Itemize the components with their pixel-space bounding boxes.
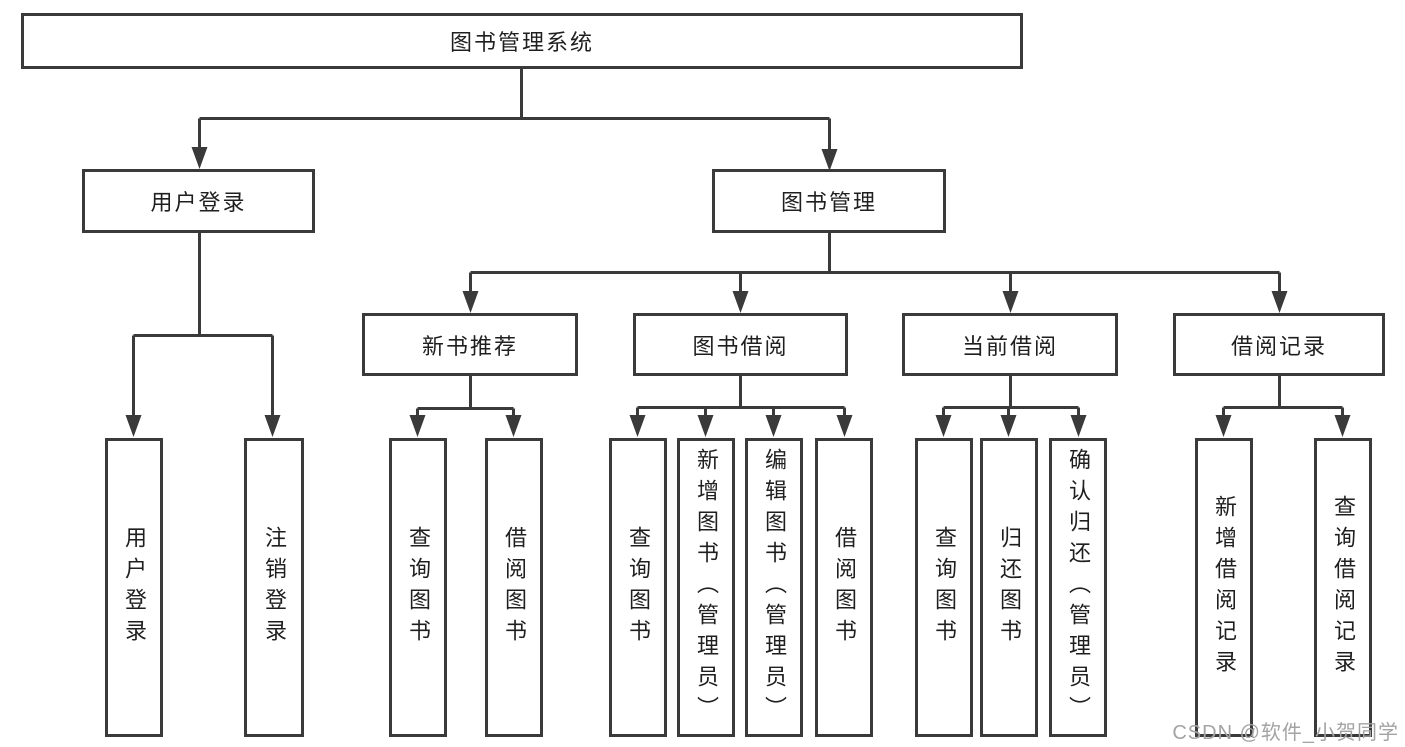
leaf-query-books-1: 查询图书 [389, 438, 447, 737]
node-book-management-label: 图书管理 [780, 190, 877, 215]
node-book-borrowing-label: 图书借阅 [692, 333, 789, 359]
leaf-add-books-admin: 新增图书（管理员） [677, 438, 735, 737]
node-current-borrowing: 当前借阅 [902, 313, 1118, 376]
leaf-edit-books-admin: 编辑图书（管理员） [745, 438, 803, 737]
node-new-book-recommend: 新书推荐 [362, 313, 578, 376]
leaf-query-borrow-record-label: 查询借阅记录 [1331, 494, 1356, 681]
leaf-user-login: 用户登录 [105, 438, 163, 737]
leaf-return-books-label: 归还图书 [997, 525, 1022, 650]
leaf-query-books-3: 查询图书 [915, 438, 973, 737]
node-user-login-label: 用户登录 [150, 190, 247, 215]
leaf-edit-books-admin-label: 编辑图书（管理员） [762, 448, 787, 727]
leaf-user-login-label: 用户登录 [122, 525, 147, 650]
node-book-management: 图书管理 [712, 169, 946, 233]
leaf-logout-label: 注销登录 [262, 525, 287, 650]
leaf-logout: 注销登录 [244, 438, 304, 737]
node-borrowing-records: 借阅记录 [1173, 313, 1385, 376]
leaf-query-books-2-label: 查询图书 [626, 525, 651, 650]
leaf-query-books-2: 查询图书 [609, 438, 667, 737]
node-user-login: 用户登录 [82, 169, 315, 233]
csdn-watermark: CSDN @软件_小贺同学 [1172, 722, 1399, 744]
leaf-return-books: 归还图书 [980, 438, 1038, 737]
leaf-confirm-return-admin: 确认归还（管理员） [1049, 438, 1107, 737]
leaf-add-books-admin-label: 新增图书（管理员） [694, 448, 719, 727]
leaf-borrow-books-2-label: 借阅图书 [832, 525, 857, 650]
node-current-borrowing-label: 当前借阅 [961, 333, 1058, 359]
node-new-book-recommend-label: 新书推荐 [421, 333, 518, 359]
node-root-label: 图书管理系统 [449, 30, 594, 55]
node-book-borrowing: 图书借阅 [633, 313, 848, 376]
leaf-add-borrow-record-label: 新增借阅记录 [1212, 494, 1237, 681]
leaf-add-borrow-record: 新增借阅记录 [1195, 438, 1253, 737]
leaf-borrow-books-1: 借阅图书 [485, 438, 543, 737]
leaf-confirm-return-admin-label: 确认归还（管理员） [1066, 448, 1091, 727]
node-root: 图书管理系统 [21, 13, 1023, 69]
leaf-query-books-3-label: 查询图书 [932, 525, 957, 650]
leaf-query-books-1-label: 查询图书 [406, 525, 431, 650]
node-borrowing-records-label: 借阅记录 [1230, 333, 1327, 359]
arrowheads [125, 147, 1351, 437]
leaf-query-borrow-record: 查询借阅记录 [1314, 438, 1372, 737]
tree-edges [132, 69, 1344, 418]
leaf-borrow-books-2: 借阅图书 [815, 438, 873, 737]
leaf-borrow-books-1-label: 借阅图书 [502, 525, 527, 650]
